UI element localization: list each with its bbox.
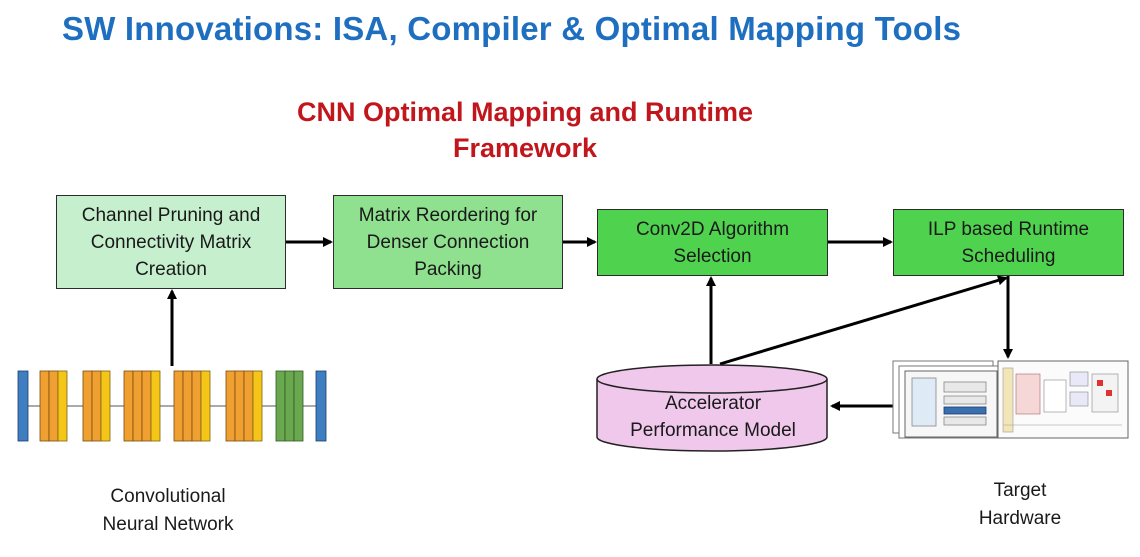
hardware-caption: Target Hardware [978,480,1062,529]
diagram-title: CNN Optimal Mapping and Runtime Framewor… [297,97,753,163]
channel-pruning-label: Channel Pruning and Connectivity Matrix … [81,204,261,280]
ilp-scheduling-box: ILP based Runtime Scheduling [893,209,1124,276]
cnn-network-illustration [17,370,327,442]
cnn-caption: Convolutional Neural Network [102,486,234,535]
conv2d-selection-label: Conv2D Algorithm Selection [635,218,790,267]
conv2d-selection-box: Conv2D Algorithm Selection [597,209,828,276]
ilp-scheduling-label: ILP based Runtime Scheduling [927,218,1090,267]
matrix-reordering-label: Matrix Reordering for Denser Connection … [358,204,538,280]
matrix-reordering-box: Matrix Reordering for Denser Connection … [333,195,563,289]
channel-pruning-box: Channel Pruning and Connectivity Matrix … [56,195,286,289]
performance-model-label: Accelerator Performance Model [630,393,796,441]
slide-title: SW Innovations: ISA, Compiler & Optimal … [62,10,962,47]
target-hardware-illustration [892,360,1129,439]
performance-model-database [596,364,828,452]
arrow-model-to-ilp [719,275,1008,366]
